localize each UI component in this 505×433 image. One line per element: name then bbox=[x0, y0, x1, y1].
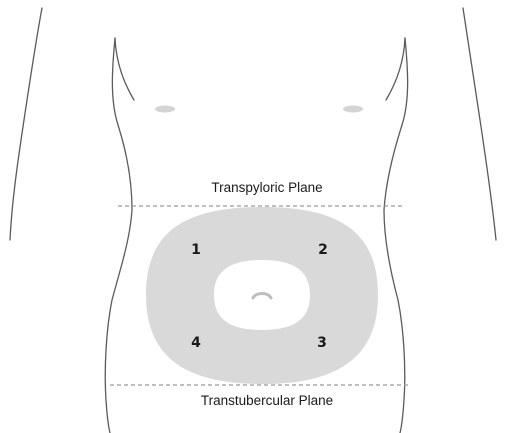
left-arm-outline bbox=[10, 8, 42, 240]
abdominal-region bbox=[146, 207, 378, 384]
quadrant-3-label: 3 bbox=[317, 335, 327, 351]
quadrant-2-label: 2 bbox=[318, 242, 328, 258]
left-armpit-outline bbox=[115, 38, 134, 100]
right-armpit-outline bbox=[386, 38, 405, 100]
transpyloric-plane-label: Transpyloric Plane bbox=[211, 180, 322, 195]
umbilicus-icon bbox=[253, 294, 271, 299]
left-nipple bbox=[155, 106, 175, 113]
quadrant-1-label: 1 bbox=[191, 242, 201, 258]
left-torso-outline bbox=[105, 38, 132, 433]
right-arm-outline bbox=[463, 8, 496, 240]
right-nipple bbox=[343, 106, 363, 113]
transtubercular-plane-label: Transtubercular Plane bbox=[201, 393, 333, 408]
quadrant-4-label: 4 bbox=[191, 335, 201, 351]
